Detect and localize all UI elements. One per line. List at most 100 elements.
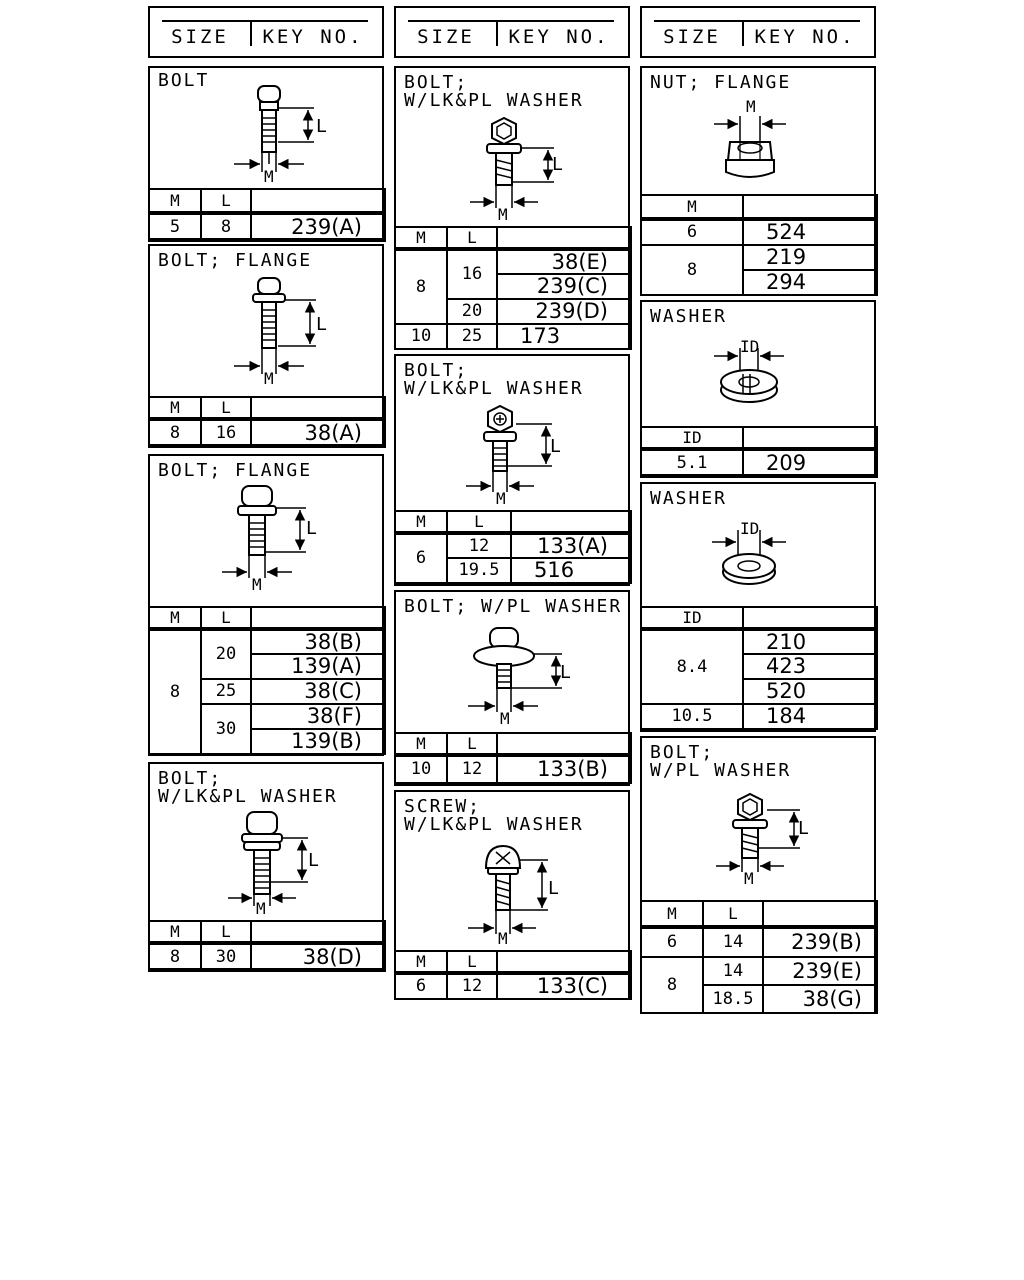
key-no: 139(B)	[250, 728, 386, 755]
panel-title-line1: BOLT;	[404, 360, 469, 381]
key-no: 423	[742, 653, 878, 680]
dim-m-label: M	[498, 929, 508, 948]
key-no: 219	[742, 244, 878, 271]
key-no: 520	[742, 678, 878, 705]
col-m-header: M	[640, 900, 704, 928]
key-no: 139(A)	[250, 653, 386, 680]
col-l-header: L	[446, 732, 498, 756]
cross-washer-bolt-diagram: L M	[466, 404, 561, 508]
key-no: 184	[742, 703, 878, 730]
size-m: 8	[148, 627, 202, 755]
dim-m-label: M	[746, 97, 756, 116]
key-no: 133(C)	[496, 971, 632, 1000]
panel-title-line1: SCREW;	[404, 796, 482, 817]
dim-id-label: ID	[740, 519, 759, 538]
col-l-header: L	[200, 396, 252, 420]
col-l-header: L	[446, 226, 498, 250]
key-no: 239(C)	[496, 273, 632, 300]
size-m: 8	[148, 941, 202, 972]
col-m-header: M	[148, 396, 202, 420]
size-m: 5	[148, 211, 202, 242]
column-header-2: SIZE KEY NO.	[394, 6, 630, 58]
dim-m-label: M	[264, 167, 274, 186]
key-no-label: KEY NO.	[754, 26, 856, 48]
flange-nut-diagram: M	[714, 97, 786, 178]
size-id: 5.1	[640, 447, 744, 478]
size-l: 14	[702, 956, 764, 986]
col-m-header: M	[394, 732, 448, 756]
size-l: 14	[702, 925, 764, 958]
key-no: 516	[510, 557, 632, 584]
key-no: 38(C)	[250, 678, 386, 705]
size-m: 10	[394, 753, 448, 784]
key-no: 38(G)	[762, 984, 878, 1014]
size-l: 20	[446, 298, 498, 325]
size-m: 10	[394, 323, 448, 350]
dim-l-label: L	[550, 436, 561, 457]
pl-washer-bolt-diagram: L M	[468, 627, 571, 728]
panel-title-line2: W/LK&PL WASHER	[404, 814, 584, 835]
col-l-header: L	[446, 950, 498, 974]
size-l: 30	[200, 941, 252, 972]
key-no: 210	[742, 627, 878, 655]
flange-bolt-diagram: L M	[222, 485, 317, 594]
col-id-header: ID	[640, 606, 744, 630]
size-m: 6	[640, 925, 704, 958]
size-m: 6	[394, 531, 448, 584]
panel-title: BOLT; W/PL WASHER	[404, 596, 623, 617]
col-l-header: L	[702, 900, 764, 928]
key-no-label: KEY NO.	[508, 26, 610, 48]
panel-title-line2: W/LK&PL WASHER	[404, 90, 584, 111]
dim-m-label: M	[500, 709, 510, 728]
panel-title-line1: BOLT;	[158, 768, 223, 789]
panel-title-line2: W/LK&PL WASHER	[158, 786, 338, 807]
dim-id-label: ID	[740, 337, 759, 356]
dim-m-label: M	[256, 899, 266, 918]
col-m-header: M	[394, 510, 448, 534]
col-l-header: L	[446, 510, 512, 534]
dim-m-label: M	[252, 575, 262, 594]
dim-l-label: L	[798, 818, 809, 839]
panel-title: WASHER	[650, 306, 728, 327]
panel-title: BOLT; FLANGE	[158, 250, 313, 271]
size-m: 8	[148, 417, 202, 448]
key-no: 38(D)	[250, 941, 386, 972]
col-m-header: M	[394, 950, 448, 974]
key-no: 38(E)	[496, 247, 632, 275]
dim-l-label: L	[316, 314, 327, 335]
size-m: 6	[640, 217, 744, 246]
size-id: 8.4	[640, 627, 744, 705]
col-id-header: ID	[640, 426, 744, 450]
size-l: 18.5	[702, 984, 764, 1014]
col-m-header: M	[148, 606, 202, 630]
panel-title: BOLT	[158, 70, 210, 91]
size-l: 12	[446, 971, 498, 1000]
col-l-header: L	[200, 606, 252, 630]
key-no-label: KEY NO.	[262, 26, 364, 48]
dim-l-label: L	[552, 154, 563, 175]
dim-l-label: L	[316, 116, 327, 137]
panel-title-line2: W/LK&PL WASHER	[404, 378, 584, 399]
size-l: 16	[200, 417, 252, 448]
size-m: 8	[394, 247, 448, 325]
size-m: 8	[640, 956, 704, 1014]
panel-title: WASHER	[650, 488, 728, 509]
panel-title-line1: BOLT;	[404, 72, 469, 93]
key-no: 38(A)	[250, 417, 386, 448]
size-l: 16	[446, 247, 498, 300]
dim-l-label: L	[306, 518, 317, 539]
col-m-header: M	[148, 920, 202, 944]
col-l-header: L	[200, 188, 252, 214]
column-header-3: SIZE KEY NO.	[640, 6, 876, 58]
size-label: SIZE	[663, 26, 721, 48]
dim-m-label: M	[498, 205, 508, 224]
washer-bolt-diagram: L M	[228, 811, 319, 918]
